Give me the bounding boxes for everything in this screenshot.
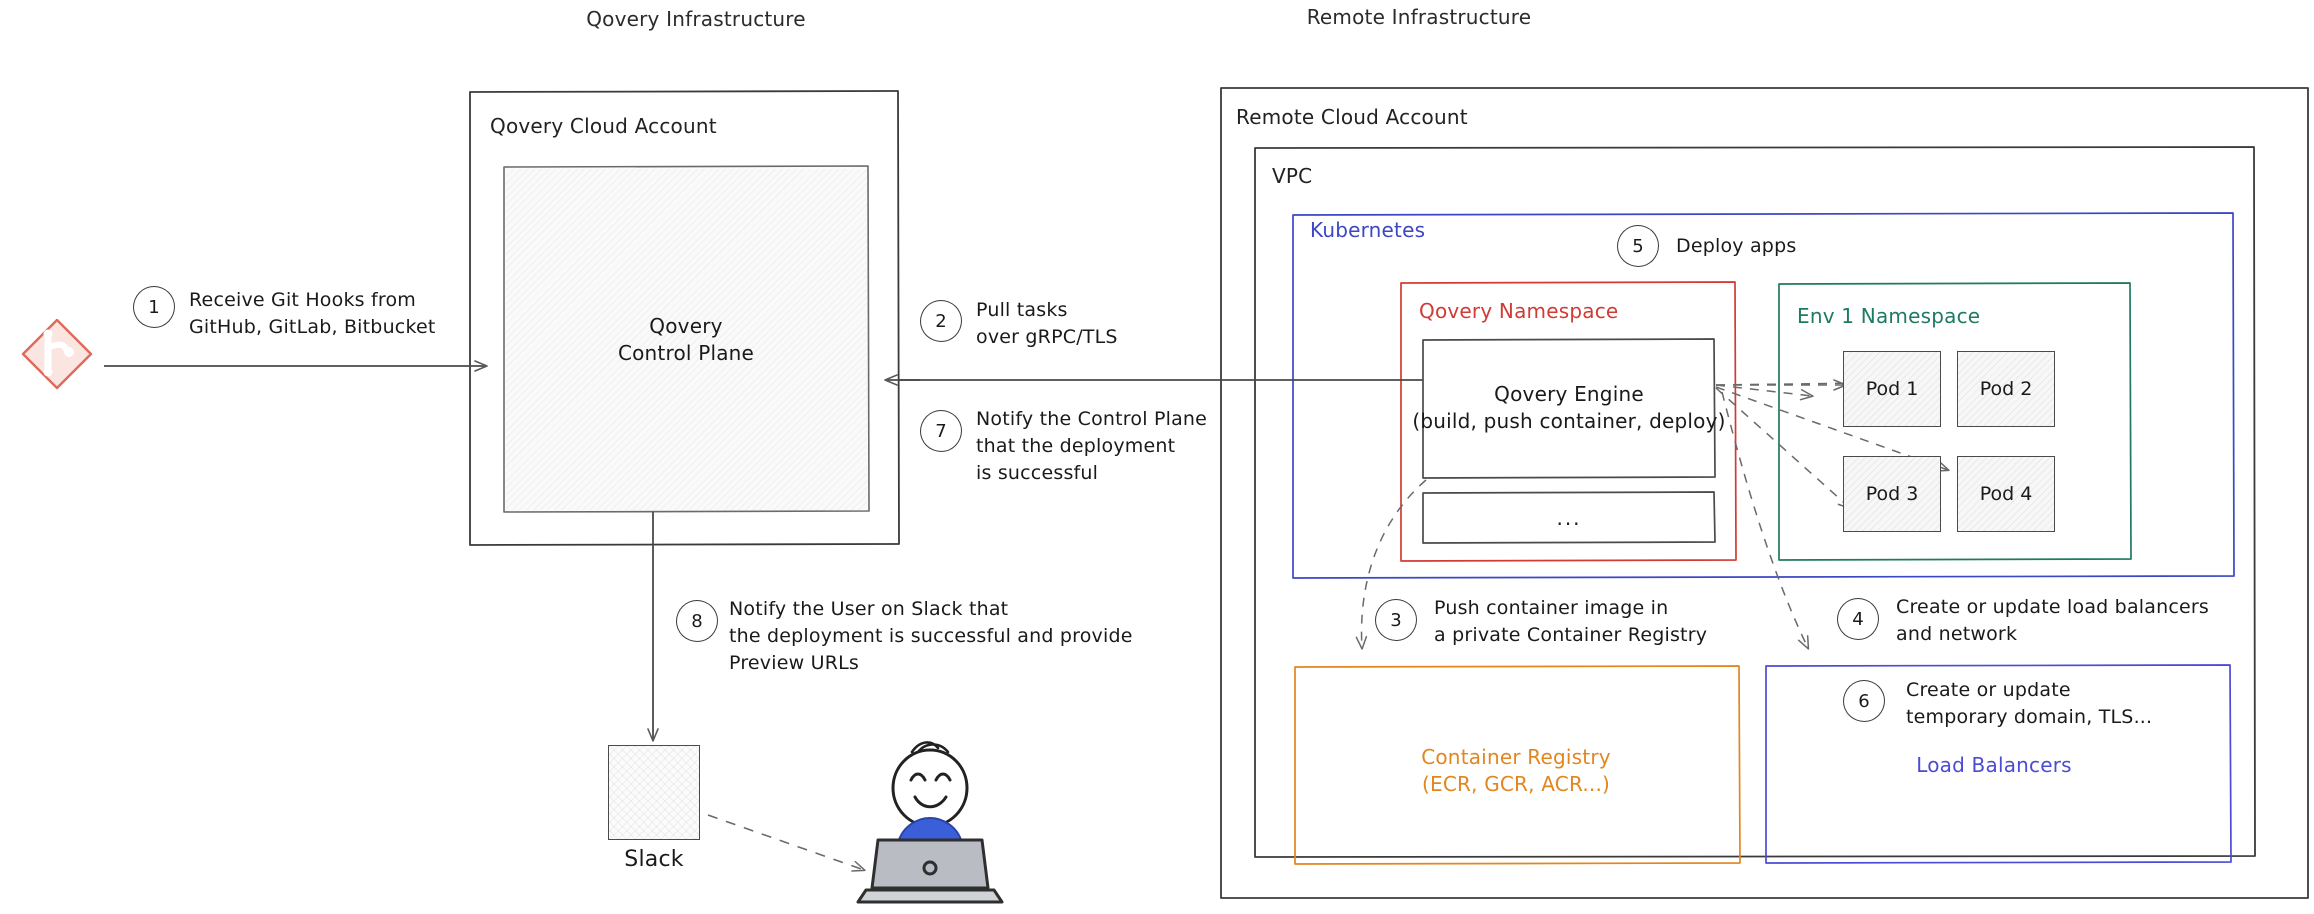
- step-3-badge: 3: [1375, 599, 1417, 641]
- control-plane-label-line1: Qovery: [649, 314, 723, 338]
- vpc-box: [1254, 146, 2256, 858]
- step-6-line2: temporary domain, TLS...: [1906, 706, 2153, 728]
- qovery-cloud-account-label: Qovery Cloud Account: [490, 114, 717, 138]
- step-4-badge: 4: [1837, 598, 1879, 640]
- remote-cloud-account-box: [1220, 87, 2309, 899]
- qovery-namespace-more-box: [1422, 491, 1716, 544]
- vpc-label: VPC: [1272, 164, 1313, 188]
- arrow-engine-to-control-plane: [884, 374, 1423, 386]
- step-3-line2: a private Container Registry: [1434, 624, 1708, 646]
- header-remote-infrastructure: Remote Infrastructure: [1306, 5, 1532, 29]
- step-8-badge: 8: [676, 600, 718, 642]
- step-2-badge: 2: [920, 300, 962, 342]
- slack-label: Slack: [624, 847, 684, 872]
- header-qovery-infrastructure: Qovery Infrastructure: [586, 7, 806, 31]
- step-8-line3: Preview URLs: [729, 652, 859, 674]
- container-registry-box: [1294, 665, 1741, 865]
- qovery-engine-line2: (build, push container, deploy): [1412, 409, 1726, 433]
- qovery-namespace-label: Qovery Namespace: [1419, 299, 1619, 323]
- step-2-line2: over gRPC/TLS: [976, 326, 1118, 348]
- load-balancers-box: [1765, 664, 2232, 864]
- pod-label-3: Pod 3: [1865, 483, 1919, 505]
- arrow-engine-to-container-registry: [1355, 479, 1427, 650]
- step-8-line2: the deployment is successful and provide: [729, 625, 1133, 647]
- container-registry-line2: (ECR, GCR, ACR...): [1421, 772, 1611, 796]
- step-1-badge: 1: [133, 286, 175, 328]
- step-3-line1: Push container image in: [1434, 597, 1669, 619]
- pod-box-3: Pod 3: [1843, 456, 1941, 532]
- qovery-cloud-account-box: [469, 90, 900, 546]
- env1-namespace-label: Env 1 Namespace: [1797, 304, 1981, 328]
- env1-namespace-box: [1778, 282, 2132, 561]
- control-plane-label-line2: Control Plane: [617, 341, 755, 365]
- step-6-line1: Create or update: [1906, 679, 2071, 701]
- user-at-laptop-icon: [856, 741, 1004, 904]
- step-5-badge: 5: [1617, 225, 1659, 267]
- step-4-line2: and network: [1896, 623, 2018, 645]
- step-7-line2: that the deployment: [976, 435, 1176, 457]
- pod-box-2: Pod 2: [1957, 351, 2055, 427]
- git-logo-icon: [21, 318, 93, 390]
- step-8-line1: Notify the User on Slack that: [729, 598, 1009, 620]
- remote-cloud-account-label: Remote Cloud Account: [1236, 105, 1468, 129]
- pod-label-2: Pod 2: [1979, 378, 2033, 400]
- qovery-namespace-more-label: ...: [1556, 506, 1582, 530]
- arrow-slack-to-user: [707, 814, 866, 872]
- qovery-namespace-box: [1400, 281, 1737, 562]
- step-1-line1: Receive Git Hooks from: [189, 289, 417, 311]
- kubernetes-box: [1292, 212, 2235, 579]
- pod-label-4: Pod 4: [1979, 483, 2033, 505]
- load-balancers-label: Load Balancers: [1916, 753, 2072, 777]
- pod-box-1: Pod 1: [1843, 351, 1941, 427]
- step-4-line1: Create or update load balancers: [1896, 596, 2209, 618]
- qovery-engine-box: [1422, 338, 1716, 479]
- step-7-line1: Notify the Control Plane: [976, 408, 1208, 430]
- slack-logo-tile: [608, 745, 700, 840]
- kubernetes-label: Kubernetes: [1310, 218, 1426, 242]
- step-5-line1: Deploy apps: [1676, 235, 1797, 257]
- pod-label-1: Pod 1: [1865, 378, 1919, 400]
- pod-box-4: Pod 4: [1957, 456, 2055, 532]
- step-6-badge: 6: [1843, 680, 1885, 722]
- step-2-line1: Pull tasks: [976, 299, 1068, 321]
- step-7-line3: is successful: [976, 462, 1099, 484]
- step-7-badge: 7: [920, 410, 962, 452]
- qovery-engine-line1: Qovery Engine: [1494, 382, 1644, 406]
- step-1-line2: GitHub, GitLab, Bitbucket: [189, 316, 436, 338]
- container-registry-line1: Container Registry: [1421, 745, 1611, 769]
